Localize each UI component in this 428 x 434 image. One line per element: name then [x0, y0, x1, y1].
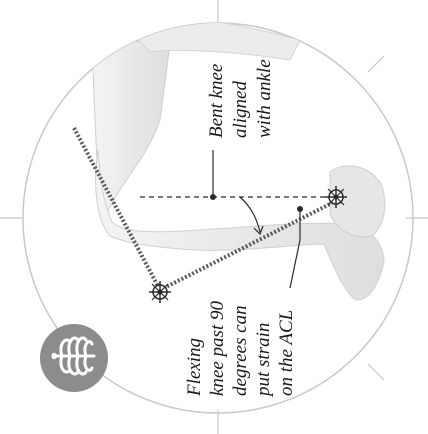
svg-text:Bent knee aligned: Bent knee aligned with ankle: [206, 59, 275, 138]
warning-line-4: put strain: [253, 323, 274, 398]
flex-warning-label: Flexing knee past 90 degrees can put str…: [184, 296, 297, 398]
warning-line-5: on the ACL: [276, 310, 297, 396]
rib-cage-icon: [40, 324, 108, 392]
joint-gear-icon: [149, 281, 171, 303]
svg-text:Flexing knee past 90: Flexing knee past 90 degrees can put str…: [184, 296, 297, 398]
warning-line-1: Flexing: [184, 338, 205, 397]
aligned-label: Bent knee aligned with ankle: [206, 59, 275, 138]
aligned-line-2: aligned: [230, 81, 251, 138]
joint-gear-icon: [325, 186, 347, 208]
warning-line-2: knee past 90: [207, 301, 228, 396]
warning-line-3: degrees can: [230, 305, 251, 396]
warning-pointer: [290, 209, 300, 288]
aligned-line-3: with ankle: [254, 59, 275, 138]
leg-illustration: [92, 17, 385, 300]
aligned-line-1: Bent knee: [206, 64, 227, 138]
